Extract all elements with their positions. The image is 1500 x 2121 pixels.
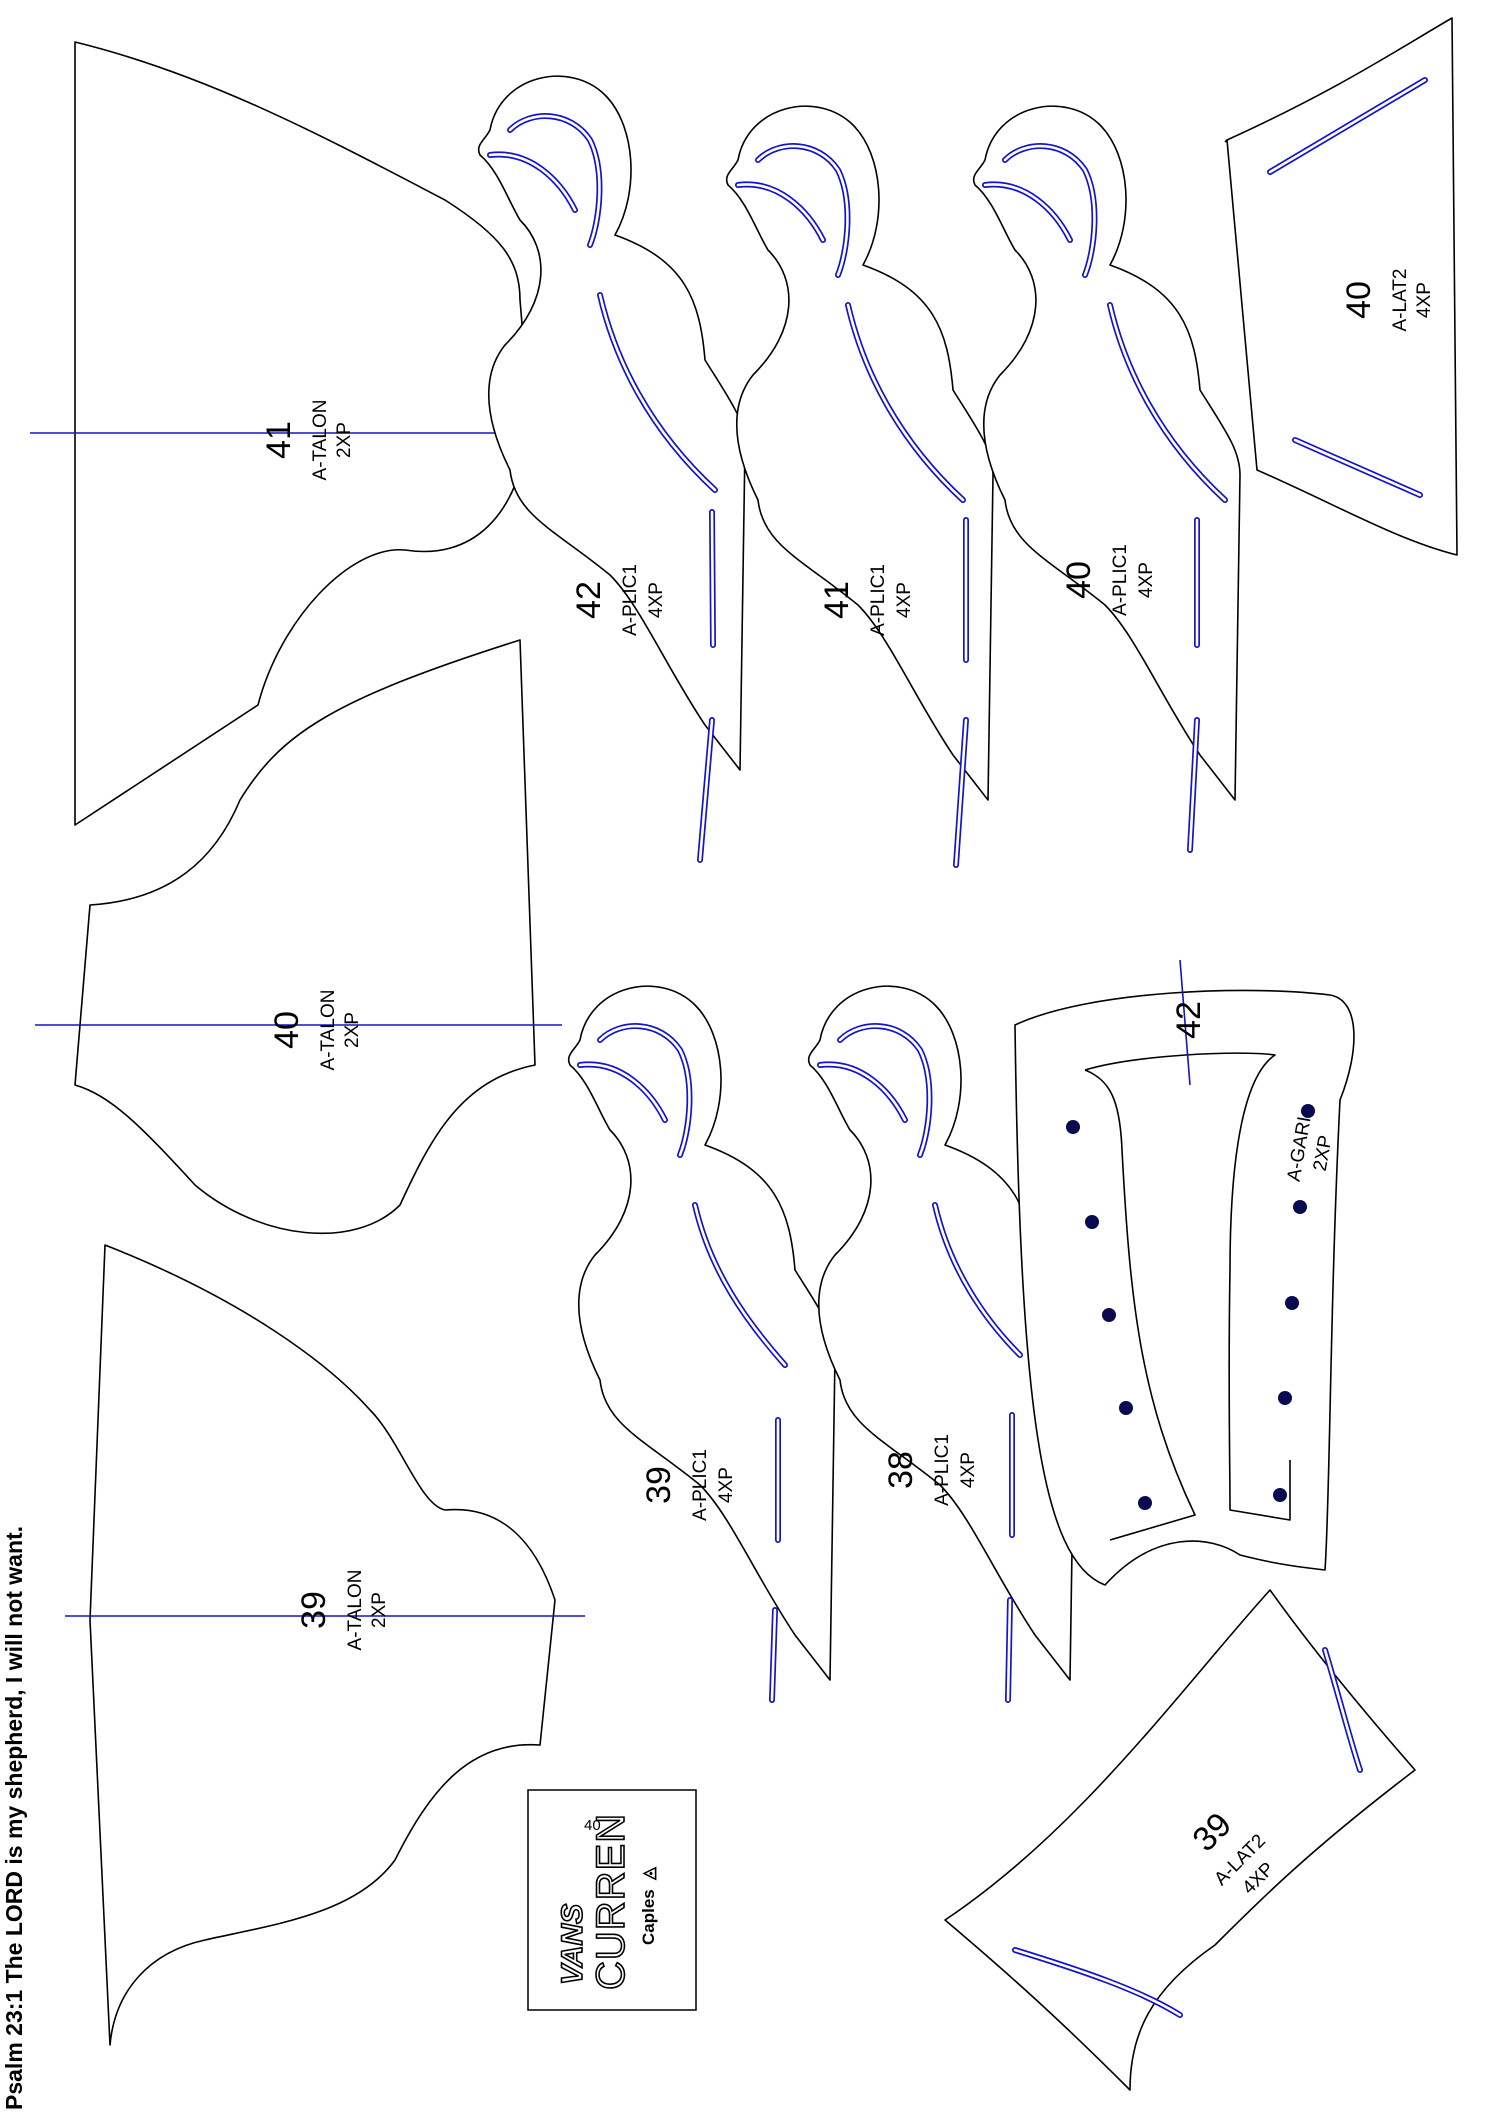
plic-41-qty: 4XP [894, 582, 915, 618]
brand-logo: VANS [556, 1904, 589, 1985]
plic-40-qty: 4XP [1136, 562, 1157, 598]
plic-40-name: A-PLIC1 [1110, 544, 1131, 616]
gari-42-axis [1179, 959, 1191, 1086]
talon-40-name: A-TALON [318, 990, 339, 1071]
logo-size: 40 [584, 1817, 601, 1834]
piece-lat-40: 40 A-LAT2 4XP [1224, 17, 1458, 556]
lace-hole [1273, 1488, 1287, 1502]
plic-40-outline [972, 105, 1241, 801]
model-logo: CURREN [589, 1813, 633, 1990]
plic-41-size: 41 [818, 581, 856, 619]
plic-38-qty: 4XP [958, 1452, 979, 1488]
lace-hole [1066, 1120, 1080, 1134]
logo-frame [527, 1789, 697, 2011]
plic-42-size: 42 [570, 581, 608, 619]
talon-41-size: 41 [260, 421, 298, 459]
logo-box: VANS CURREN Caples 40 ◬ [527, 1789, 697, 2011]
piece-talon-39: 39 A-TALON 2XP [65, 1244, 585, 2046]
plic-39-size: 39 [640, 1466, 678, 1504]
piece-plic-40: 40 A-PLIC1 4XP [972, 105, 1241, 853]
talon-39-name: A-TALON [345, 1570, 366, 1651]
lat-40-size: 40 [1340, 281, 1378, 319]
gari-42-outline [1014, 989, 1355, 1586]
plic-42-name: A-PLIC1 [620, 564, 641, 636]
lat-40-name: A-LAT2 [1390, 268, 1411, 331]
talon-41-qty: 2XP [334, 422, 355, 458]
talon-40-qty: 2XP [342, 1012, 363, 1048]
plic-38-size: 38 [882, 1451, 920, 1489]
piece-lat-39: 39 A-LAT2 4XP [944, 1589, 1416, 2091]
talon-40-size: 40 [268, 1011, 306, 1049]
plic-40-size: 40 [1060, 561, 1098, 599]
lace-hole [1138, 1496, 1152, 1510]
plic-41-name: A-PLIC1 [868, 564, 889, 636]
talon-39-qty: 2XP [369, 1592, 390, 1628]
talon-41-name: A-TALON [310, 400, 331, 481]
piece-plic-39: 39 A-PLIC1 4XP [567, 985, 836, 1703]
piece-talon-40: 40 A-TALON 2XP [35, 639, 562, 1235]
lace-hole [1085, 1215, 1099, 1229]
piece-plic-42: 42 A-PLIC1 4XP [477, 75, 746, 863]
piece-gari-42: 42 A-GARI 2XP [1014, 959, 1355, 1586]
piece-plic-38: 38 A-PLIC1 4XP [807, 985, 1076, 1703]
page-caption: Psalm 23:1 The LORD is my shepherd, I wi… [1, 1526, 27, 2110]
lace-hole [1293, 1200, 1307, 1214]
lace-hole [1301, 1104, 1315, 1118]
part-name: Caples [639, 1889, 658, 1945]
lat-40-outline [1224, 17, 1458, 556]
plic-39-qty: 4XP [716, 1467, 737, 1503]
lat-40-qty: 4XP [1414, 282, 1435, 318]
logo-mark-icon: ◬ [639, 1866, 658, 1881]
plic-38-name: A-PLIC1 [932, 1434, 953, 1506]
plic-42-qty: 4XP [646, 582, 667, 618]
plic-41-outline [725, 105, 994, 801]
talon-39-size: 39 [295, 1591, 333, 1629]
talon-39-outline [89, 1244, 556, 2046]
lace-hole [1102, 1308, 1116, 1322]
plic-39-outline [567, 985, 836, 1681]
lace-hole [1119, 1401, 1133, 1415]
plic-39-name: A-PLIC1 [690, 1449, 711, 1521]
talon-40-outline [74, 639, 536, 1235]
gari-42-size: 42 [1170, 1001, 1208, 1039]
piece-plic-41: 41 A-PLIC1 4XP [725, 105, 994, 868]
lace-hole [1278, 1391, 1292, 1405]
lace-hole [1285, 1296, 1299, 1310]
